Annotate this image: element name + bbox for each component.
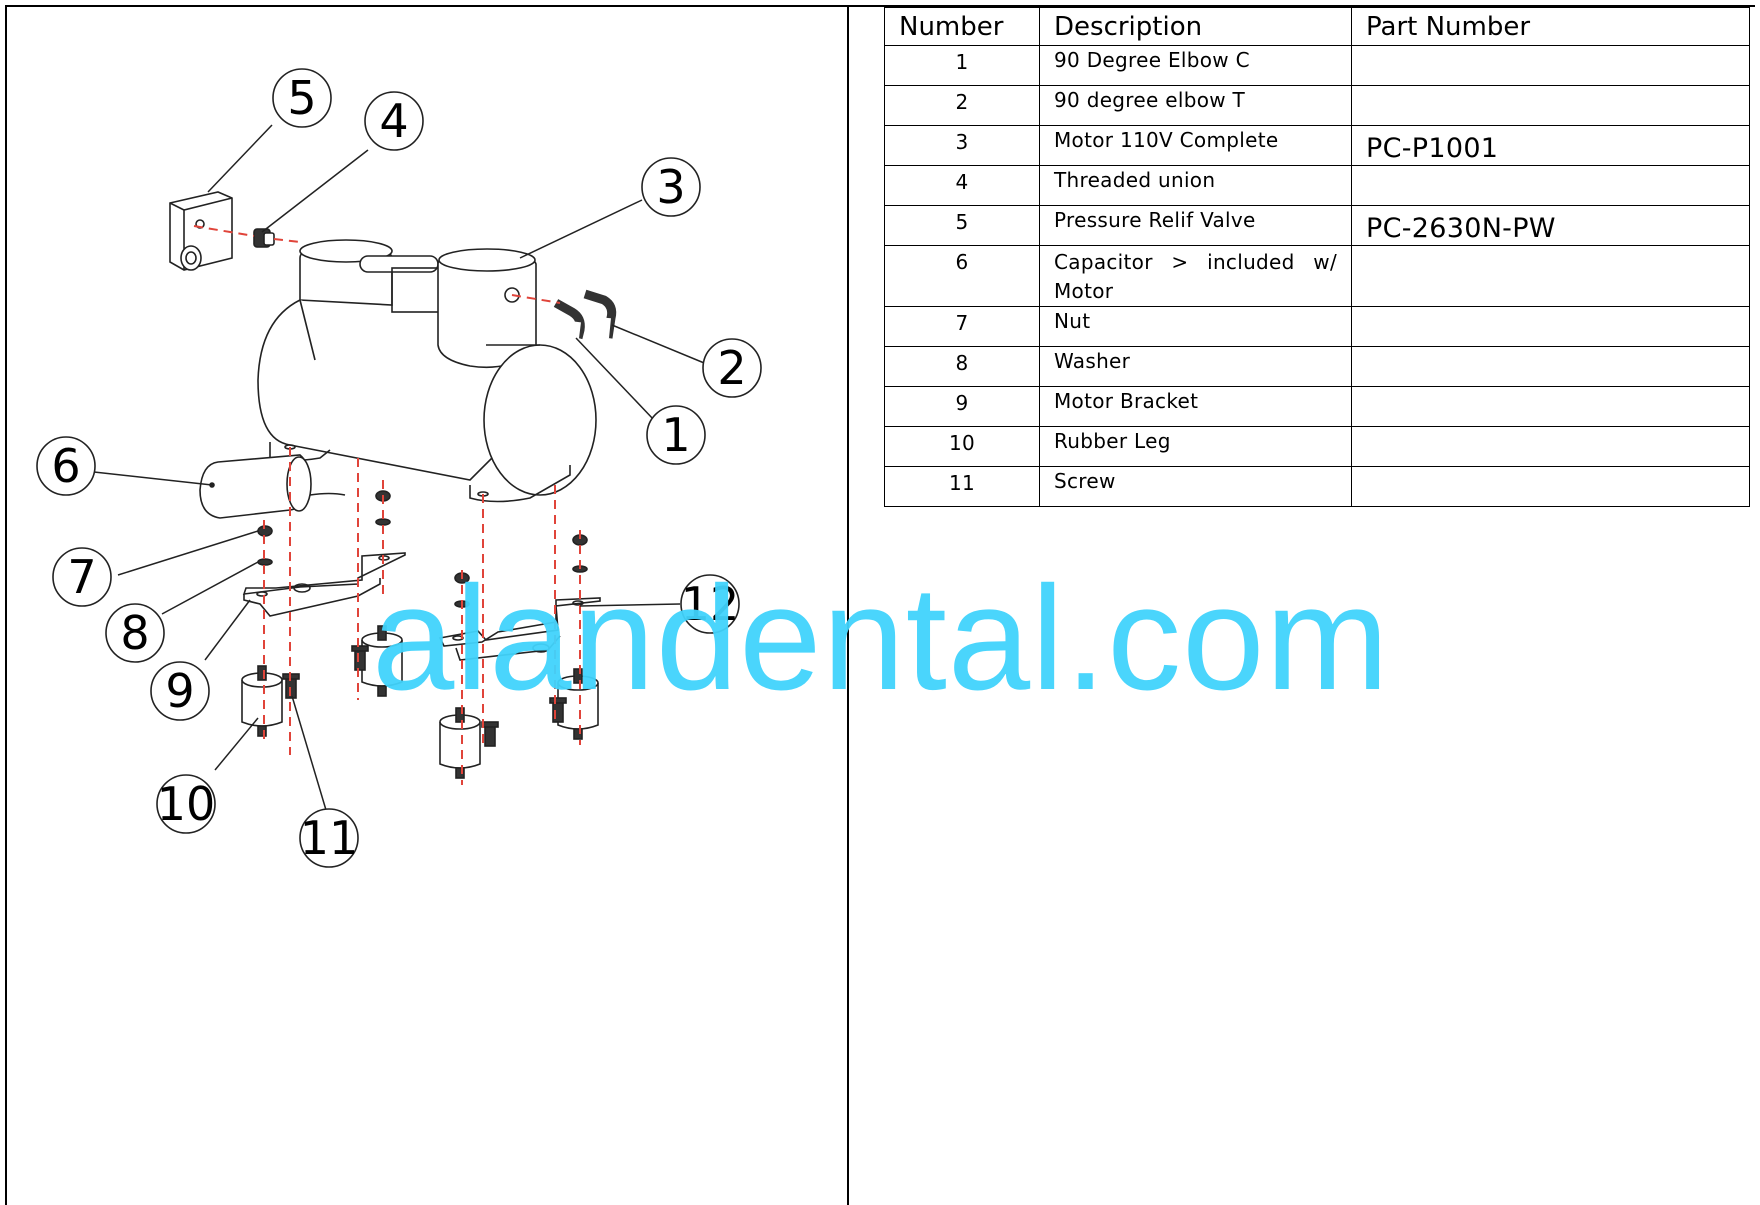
table-row: 5 Pressure Relif Valve PC-2630N-PW bbox=[884, 205, 1750, 246]
svg-text:4: 4 bbox=[379, 94, 408, 148]
callout-7: 7 bbox=[52, 547, 112, 607]
svg-text:12: 12 bbox=[681, 577, 740, 631]
cell-part-number bbox=[1351, 306, 1750, 347]
table-row: 9 Motor Bracket bbox=[884, 386, 1750, 427]
callout-9: 9 bbox=[150, 661, 210, 721]
cell-number: 2 bbox=[884, 85, 1040, 126]
cell-number: 5 bbox=[884, 205, 1040, 246]
callout-10: 10 bbox=[156, 774, 216, 834]
cell-part-number bbox=[1351, 45, 1750, 86]
table-row: 4 Threaded union bbox=[884, 165, 1750, 206]
table-row: 11 Screw bbox=[884, 466, 1750, 507]
callout-8: 8 bbox=[105, 603, 165, 663]
cell-part-number: PC-2630N-PW bbox=[1351, 205, 1750, 246]
table-row: 7 Nut bbox=[884, 306, 1750, 347]
cell-description: 90 Degree Elbow C bbox=[1039, 45, 1352, 86]
callout-1: 1 bbox=[646, 405, 706, 465]
cell-number: 4 bbox=[884, 165, 1040, 206]
cell-description: Threaded union bbox=[1039, 165, 1352, 206]
cell-number: 1 bbox=[884, 45, 1040, 86]
motor-drawing bbox=[257, 239, 597, 503]
cell-description: Washer bbox=[1039, 346, 1352, 387]
svg-text:5: 5 bbox=[287, 71, 316, 125]
cell-part-number bbox=[1351, 386, 1750, 427]
callout-12: 12 bbox=[680, 574, 740, 634]
callout-6: 6 bbox=[36, 436, 96, 496]
capacitor-drawing bbox=[199, 454, 346, 519]
svg-text:6: 6 bbox=[51, 439, 80, 493]
cell-number: 9 bbox=[884, 386, 1040, 427]
cell-part-number bbox=[1351, 466, 1750, 507]
cell-number: 7 bbox=[884, 306, 1040, 347]
cell-description: Motor 110V Complete bbox=[1039, 125, 1352, 166]
cell-part-number: PC-P1001 bbox=[1351, 125, 1750, 166]
cell-part-number bbox=[1351, 245, 1750, 307]
parts-table: Number Description Part Number 1 90 Degr… bbox=[884, 7, 1750, 507]
cell-number: 3 bbox=[884, 125, 1040, 166]
panel-divider bbox=[847, 5, 849, 1205]
callout-3: 3 bbox=[641, 157, 701, 217]
table-row: 3 Motor 110V Complete PC-P1001 bbox=[884, 125, 1750, 166]
cell-description: 90 degree elbow T bbox=[1039, 85, 1352, 126]
cell-part-number bbox=[1351, 346, 1750, 387]
cell-number: 10 bbox=[884, 426, 1040, 467]
header-part-number: Part Number bbox=[1351, 7, 1750, 46]
nuts-washers-drawing bbox=[257, 490, 588, 608]
table-row: 1 90 Degree Elbow C bbox=[884, 45, 1750, 86]
callout-2: 2 bbox=[702, 338, 762, 398]
cell-part-number bbox=[1351, 85, 1750, 126]
svg-text:8: 8 bbox=[120, 606, 149, 660]
cell-description: Motor Bracket bbox=[1039, 386, 1352, 427]
cell-part-number bbox=[1351, 426, 1750, 467]
cell-description: Nut bbox=[1039, 306, 1352, 347]
cell-number: 11 bbox=[884, 466, 1040, 507]
cell-description: Pressure Relif Valve bbox=[1039, 205, 1352, 246]
svg-text:7: 7 bbox=[67, 550, 96, 604]
elbow-fittings-drawing bbox=[553, 289, 617, 340]
page-frame bbox=[5, 5, 1755, 1205]
table-row: 6 Capacitor > included w/ Motor bbox=[884, 245, 1750, 307]
table-row: 8 Washer bbox=[884, 346, 1750, 387]
svg-text:10: 10 bbox=[157, 777, 216, 831]
watermark-text: alandental.com bbox=[372, 556, 1390, 721]
cell-description: Capacitor > included w/ Motor bbox=[1039, 245, 1352, 307]
rubber-legs-drawing bbox=[241, 625, 599, 779]
callout-11: 11 bbox=[299, 808, 359, 868]
exploded-parts-diagram: 5 4 3 2 1 6 7 8 9 10 11 12 bbox=[36, 68, 762, 868]
table-row: 2 90 degree elbow T bbox=[884, 85, 1750, 126]
callout-4: 4 bbox=[364, 91, 424, 151]
table-row: 10 Rubber Leg bbox=[884, 426, 1750, 467]
table-header-row: Number Description Part Number bbox=[884, 7, 1750, 46]
svg-text:1: 1 bbox=[661, 408, 690, 462]
header-number: Number bbox=[884, 7, 1040, 46]
pressure-valve-drawing bbox=[169, 191, 233, 271]
callout-5: 5 bbox=[272, 68, 332, 128]
cell-part-number bbox=[1351, 165, 1750, 206]
cell-number: 8 bbox=[884, 346, 1040, 387]
svg-text:3: 3 bbox=[656, 160, 685, 214]
callout-leader-lines bbox=[93, 124, 710, 811]
svg-text:11: 11 bbox=[300, 811, 359, 865]
callout-markers: 5 4 3 2 1 6 7 8 9 10 11 12 bbox=[36, 68, 762, 868]
cell-number: 6 bbox=[884, 245, 1040, 307]
assembly-guide-lines bbox=[193, 225, 581, 785]
svg-text:2: 2 bbox=[717, 341, 746, 395]
threaded-union-drawing bbox=[253, 228, 275, 248]
cell-description: Rubber Leg bbox=[1039, 426, 1352, 467]
header-description: Description bbox=[1039, 7, 1352, 46]
cell-description-text: Capacitor > included w/ Motor bbox=[1054, 250, 1337, 303]
svg-text:9: 9 bbox=[165, 664, 194, 718]
cell-description: Screw bbox=[1039, 466, 1352, 507]
